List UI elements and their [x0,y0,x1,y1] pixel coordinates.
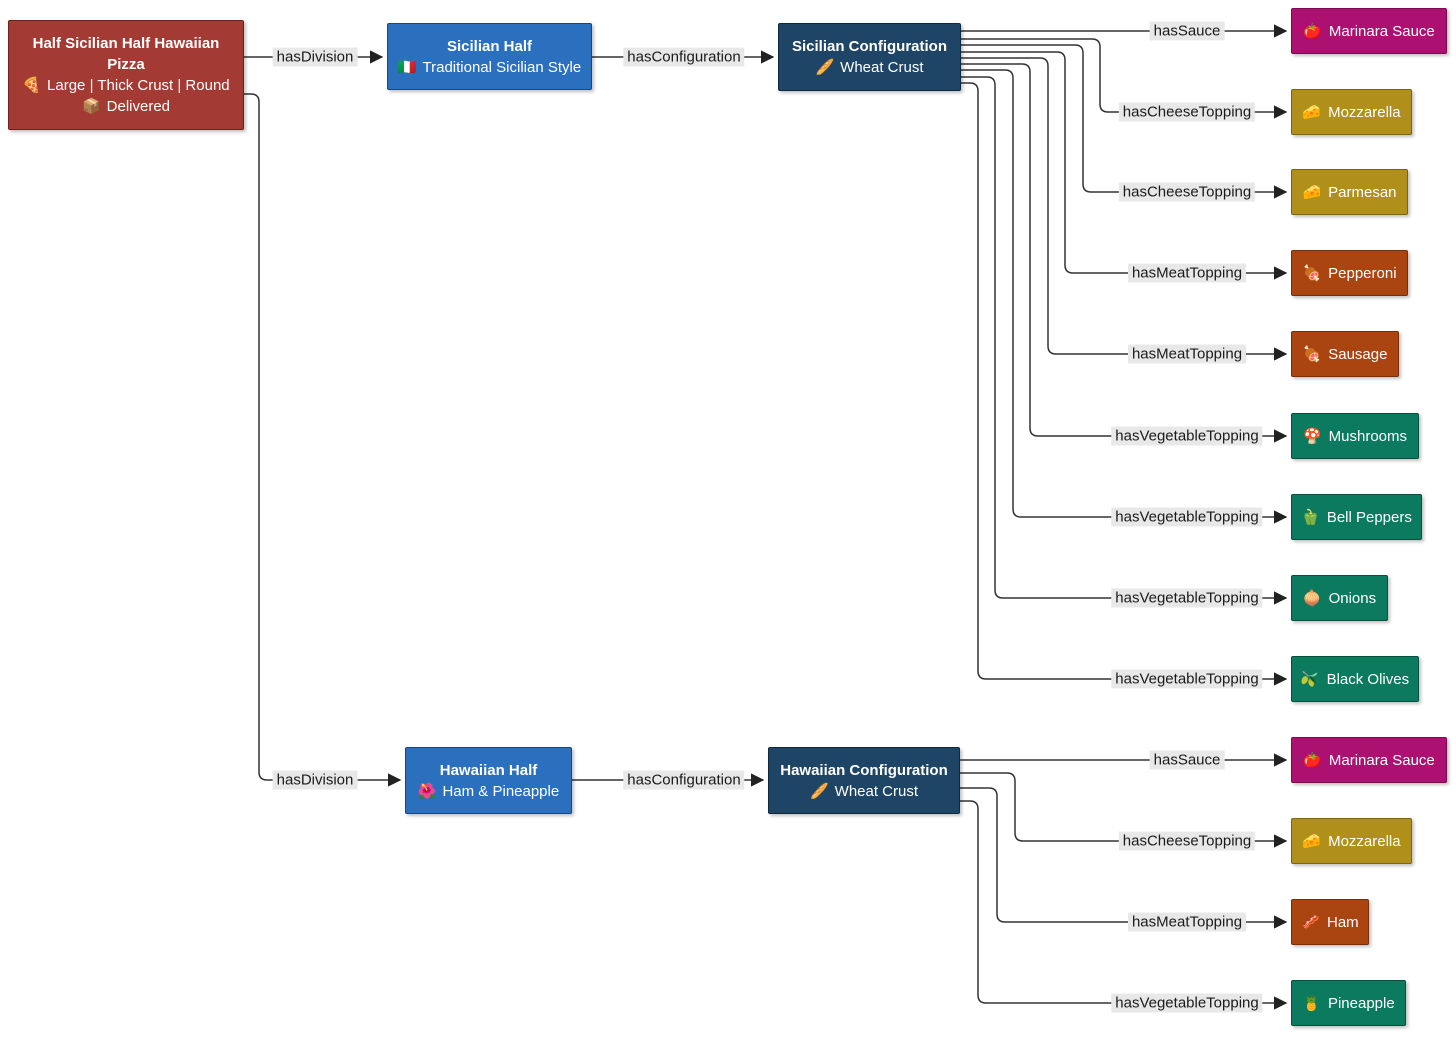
baguette-icon: 🥖 [809,782,829,800]
edge-label-hascheesetopping-mozzarella-s: hasCheeseTopping [1118,102,1256,122]
edge-label-hasmeattopping-sausage: hasMeatTopping [1127,344,1247,364]
node-mozzarella-hawaiian: 🧀 Mozzarella [1291,818,1412,864]
italy-flag-icon: 🇮🇹 [397,58,417,76]
tomato-icon: 🍅 [1303,22,1322,40]
edge-label-hascheesetopping-mozzarella-h: hasCheeseTopping [1118,831,1256,851]
edge-label-hasvegetabletopping-blackolives: hasVegetableTopping [1111,669,1263,689]
topping-label: Pineapple [1327,994,1395,1012]
bell-pepper-icon: 🫑 [1301,508,1320,526]
edge-label-hasmeattopping-pepperoni: hasMeatTopping [1127,263,1247,283]
pizza-status: Delivered [106,98,171,115]
sicilian-half-title: Sicilian Half [446,37,533,55]
node-sicilian-configuration: Sicilian Configuration 🥖 Wheat Crust [778,23,961,91]
node-black-olives: 🫒 Black Olives [1291,656,1419,702]
edge-label-hassauce-sicilian: hasSauce [1149,21,1225,41]
topping-label: Marinara Sauce [1328,22,1435,40]
edge-label-hasvegetabletopping-mushrooms: hasVegetableTopping [1111,426,1263,446]
cheese-icon: 🧀 [1302,183,1322,201]
edge-label-hasdivision-hawaiian: hasDivision [272,770,358,790]
baguette-icon: 🥖 [815,59,835,76]
topping-label: Bell Peppers [1326,508,1412,526]
topping-label: Onions [1328,589,1377,607]
node-pepperoni: 🍖 Pepperoni [1291,250,1408,296]
node-half-sicilian-half-hawaiian-pizza: Half Sicilian Half Hawaiian Pizza 🍕 Larg… [8,20,244,130]
topping-label: Ham [1327,913,1359,931]
topping-label: Sausage [1328,345,1388,363]
edge-label-hasconfiguration-sicilian: hasConfiguration [623,47,745,67]
edge-label-hasvegetabletopping-onions: hasVegetableTopping [1111,588,1263,608]
node-hawaiian-half: Hawaiian Half 🌺 Ham & Pineapple [405,747,572,814]
cheese-icon: 🧀 [1302,832,1322,850]
tomato-icon: 🍅 [1303,751,1322,769]
onion-icon: 🧅 [1302,589,1322,607]
edge-label-hasvegetabletopping-pineapple: hasVegetableTopping [1111,993,1263,1013]
node-onions: 🧅 Onions [1291,575,1388,621]
mushroom-icon: 🍄 [1302,427,1322,445]
pizza-spec: Large | Thick Crust | Round [47,77,230,94]
meat-icon: 🍖 [1302,345,1322,363]
hibiscus-icon: 🌺 [417,782,437,800]
node-parmesan: 🧀 Parmesan [1291,169,1408,215]
edge-label-hassauce-hawaiian: hasSauce [1149,750,1225,770]
node-marinara-sauce-sicilian: 🍅 Marinara Sauce [1291,8,1447,54]
topping-label: Mozzarella [1328,103,1401,121]
sicilian-config-title: Sicilian Configuration [791,38,947,55]
topping-label: Pepperoni [1328,264,1397,282]
topping-label: Parmesan [1328,183,1397,201]
topping-label: Marinara Sauce [1328,751,1435,769]
node-bell-peppers: 🫑 Bell Peppers [1291,494,1422,540]
node-ham: 🥓 Ham [1291,899,1369,945]
topping-label: Mushrooms [1328,427,1408,445]
edge-label-hasconfiguration-hawaiian: hasConfiguration [623,770,745,790]
hawaiian-config-detail: Wheat Crust [834,782,919,800]
edge-label-hasmeattopping-ham: hasMeatTopping [1127,912,1247,932]
edge-label-hasvegetabletopping-bellpeppers: hasVegetableTopping [1111,507,1263,527]
topping-label: Mozzarella [1328,832,1401,850]
node-marinara-sauce-hawaiian: 🍅 Marinara Sauce [1291,737,1447,783]
node-sicilian-half: Sicilian Half 🇮🇹 Traditional Sicilian St… [387,23,592,90]
node-pineapple: 🍍 Pineapple [1291,980,1406,1026]
node-hawaiian-configuration: Hawaiian Configuration 🥖 Wheat Crust [768,747,960,814]
meat-icon: 🍖 [1302,264,1322,282]
olive-icon: 🫒 [1300,670,1320,688]
pineapple-icon: 🍍 [1302,994,1321,1012]
pizza-title: Half Sicilian Half Hawaiian Pizza [32,35,220,73]
node-mozzarella-sicilian: 🧀 Mozzarella [1291,89,1412,135]
node-sausage: 🍖 Sausage [1291,331,1399,377]
edge-label-hasdivision-sicilian: hasDivision [272,47,358,67]
bacon-icon: 🥓 [1301,913,1320,931]
hawaiian-half-title: Hawaiian Half [439,761,538,779]
sicilian-config-detail: Wheat Crust [840,59,924,76]
pizza-icon: 🍕 [22,77,42,94]
topping-label: Black Olives [1326,670,1410,688]
hawaiian-half-detail: Ham & Pineapple [442,782,560,800]
package-icon: 📦 [81,98,101,115]
edge-label-hascheesetopping-parmesan: hasCheeseTopping [1118,182,1256,202]
hawaiian-config-title: Hawaiian Configuration [780,761,948,779]
node-mushrooms: 🍄 Mushrooms [1291,413,1419,459]
cheese-icon: 🧀 [1302,103,1322,121]
sicilian-half-detail: Traditional Sicilian Style [422,58,582,76]
